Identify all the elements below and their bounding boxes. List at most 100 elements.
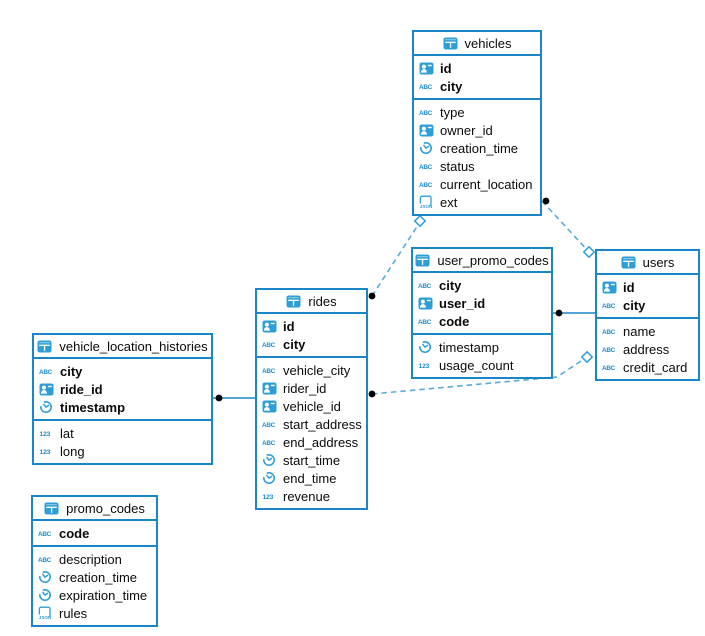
svg-text:123: 123 — [419, 363, 430, 370]
field-row-vehicle_id[interactable]: vehicle_id — [257, 397, 366, 415]
relationship-rides-vehicles[interactable] — [371, 221, 421, 297]
field-name: rider_id — [283, 380, 327, 396]
field-row-timestamp[interactable]: timestamp — [413, 338, 551, 356]
field-name: type — [440, 104, 465, 120]
abc-icon: ABC — [419, 178, 436, 191]
field-row-end_time[interactable]: end_time — [257, 469, 366, 487]
field-row-id[interactable]: id — [257, 317, 366, 335]
svg-text:ABC: ABC — [262, 422, 276, 429]
cardinality-diamond — [580, 350, 594, 364]
field-row-current_location[interactable]: ABC current_location — [414, 175, 540, 193]
table-icon — [415, 254, 432, 267]
relationship-rides-users[interactable] — [371, 356, 588, 395]
json-icon: JSON — [419, 195, 436, 209]
ref-icon — [262, 382, 279, 395]
field-name: lat — [60, 425, 74, 441]
svg-text:123: 123 — [40, 449, 51, 456]
table-header[interactable]: vehicles — [414, 32, 540, 56]
field-name: vehicle_id — [283, 398, 341, 414]
field-name: name — [623, 323, 656, 339]
field-row-city[interactable]: ABC city — [414, 77, 540, 95]
field-row-id[interactable]: id — [414, 59, 540, 77]
field-row-owner_id[interactable]: owner_id — [414, 121, 540, 139]
table-title: users — [642, 254, 675, 270]
svg-text:ABC: ABC — [602, 347, 616, 354]
svg-text:ABC: ABC — [419, 182, 433, 189]
field-row-ride_id[interactable]: ride_id — [34, 380, 211, 398]
time-icon — [38, 588, 55, 602]
field-name: id — [623, 279, 635, 295]
field-name: credit_card — [623, 359, 688, 375]
field-row-rider_id[interactable]: rider_id — [257, 379, 366, 397]
field-row-id[interactable]: id — [597, 278, 698, 296]
field-name: vehicle_city — [283, 362, 351, 378]
table-icon — [44, 502, 61, 515]
table-icon — [443, 37, 460, 50]
table-header[interactable]: vehicle_location_histories — [34, 335, 211, 359]
table-header[interactable]: promo_codes — [33, 497, 156, 521]
field-row-creation_time[interactable]: creation_time — [33, 568, 156, 586]
abc-icon: ABC — [419, 160, 436, 173]
abc-icon: ABC — [419, 80, 436, 93]
cardinality-dot — [555, 309, 563, 317]
table-header[interactable]: user_promo_codes — [413, 249, 551, 273]
field-name: code — [439, 313, 470, 329]
json-icon: JSON — [38, 606, 55, 620]
field-row-timestamp[interactable]: timestamp — [34, 398, 211, 416]
relationship-vehicles-users[interactable] — [541, 200, 590, 253]
svg-text:ABC: ABC — [39, 369, 53, 376]
field-name: current_location — [440, 176, 533, 192]
svg-text:123: 123 — [263, 494, 274, 501]
field-name: id — [283, 318, 295, 334]
field-row-creation_time[interactable]: creation_time — [414, 139, 540, 157]
time-icon — [262, 453, 279, 467]
cardinality-dot — [542, 197, 550, 205]
table-header[interactable]: users — [597, 251, 698, 275]
svg-text:JSON: JSON — [420, 204, 433, 209]
field-name: end_address — [283, 434, 359, 450]
table-header[interactable]: rides — [257, 290, 366, 314]
ref-icon — [262, 400, 279, 413]
abc-icon: ABC — [39, 365, 56, 378]
field-row-expiration_time[interactable]: expiration_time — [33, 586, 156, 604]
field-row-start_time[interactable]: start_time — [257, 451, 366, 469]
cardinality-dot — [368, 390, 376, 398]
field-name: user_id — [439, 295, 486, 311]
cardinality-diamond — [582, 245, 596, 259]
field-row-user_id[interactable]: user_id — [413, 294, 551, 312]
ref-icon — [602, 281, 619, 294]
field-name: city — [440, 78, 463, 94]
